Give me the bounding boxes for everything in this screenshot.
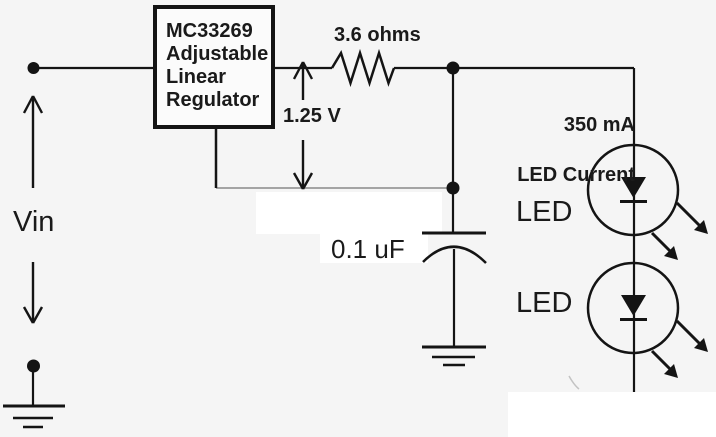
led-current-label: 350 mA LED Current [511, 88, 635, 213]
led1-label: LED [516, 196, 573, 228]
led2-label: LED [516, 287, 573, 319]
led-current-value: 350 mA [563, 114, 635, 136]
led1-arrowhead-inner [664, 246, 678, 260]
smudge-artifact [568, 375, 580, 390]
patch-bottom-right [508, 392, 716, 437]
resistor-value-label: 3.6 ohms [334, 24, 421, 46]
ground-symbol-capacitor [422, 345, 486, 367]
led1-arrowhead-outer [694, 220, 708, 234]
junction-dot-top [446, 61, 460, 75]
capacitor-value-label: 0.1 uF [331, 234, 405, 264]
white-patches [256, 192, 716, 437]
led1-diode-symbol [620, 177, 647, 203]
solid-layer [27, 61, 708, 378]
led1-emission-arrows [650, 201, 703, 254]
regulator-label: MC33269 Adjustable Linear Regulator [166, 20, 269, 111]
vin-arrow-up [22, 95, 44, 188]
resistor-symbol [330, 48, 396, 88]
vin-node-dot [27, 62, 40, 74]
ref-voltage-arrow-down [292, 140, 314, 190]
led2-emission-arrows [650, 319, 703, 372]
patch-cap-label-area [320, 227, 428, 263]
led1-circle [586, 143, 680, 237]
ref-voltage-arrow-up [292, 61, 314, 100]
led-current-caption: LED Current [517, 164, 635, 186]
led2-arrowhead-inner [664, 364, 678, 378]
input-ground-dot [27, 359, 40, 373]
capacitor-symbol [422, 231, 487, 346]
reference-voltage-label: 1.25 V [283, 105, 341, 127]
ground-symbol-input [3, 372, 65, 429]
wire-layer [3, 5, 703, 429]
led2-diode-symbol [620, 295, 647, 321]
vin-arrow-down [22, 262, 44, 324]
input-voltage-label: Vin [13, 206, 55, 238]
led2-arrowhead-outer [694, 338, 708, 352]
regulator-box [153, 5, 275, 129]
led2-circle [586, 261, 680, 355]
junction-dot-adj [446, 181, 460, 195]
